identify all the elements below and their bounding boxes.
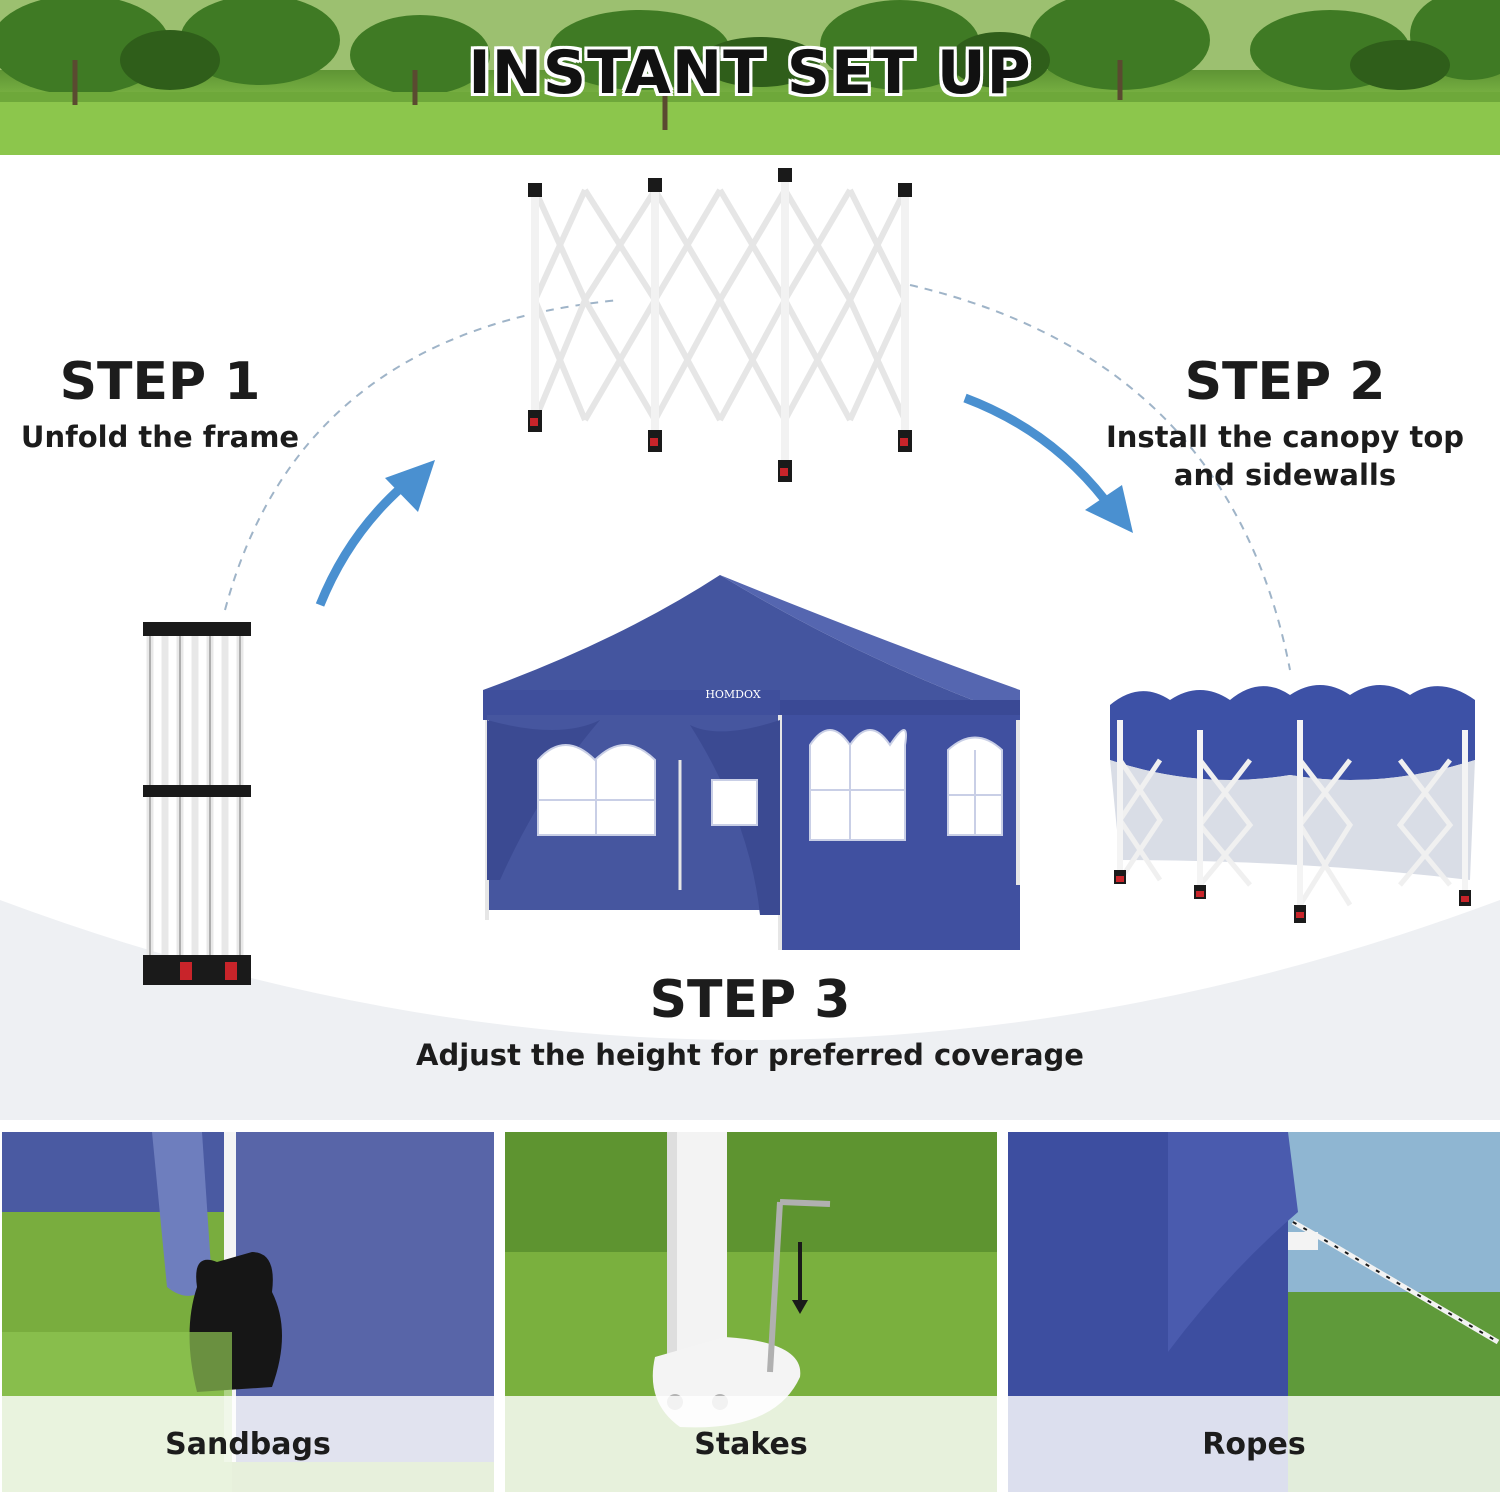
dashed-path-right xyxy=(909,284,1291,671)
panel-ropes: Ropes xyxy=(1008,1132,1500,1492)
assembled-tent: HOMDOX xyxy=(483,575,1020,950)
step-2-title: STEP 2 xyxy=(1184,352,1386,412)
step-2-description-line2: and sidewalls xyxy=(1173,458,1397,492)
tent-brand: HOMDOX xyxy=(705,688,761,701)
floor-shadow xyxy=(0,900,1500,1120)
panel-stakes: Stakes xyxy=(505,1132,997,1492)
arrow-down-icon xyxy=(792,1300,808,1314)
step-3-description: Adjust the height for preferred coverage xyxy=(416,1038,1084,1072)
banner-title: INSTANT SET UP xyxy=(468,38,1032,108)
park-background xyxy=(0,0,1500,155)
arrow-down-right-icon xyxy=(963,393,1133,533)
folded-frame xyxy=(143,622,251,985)
setup-illustration: HOMDOX xyxy=(0,168,1500,1120)
panel-sandbags: Sandbags xyxy=(2,1132,494,1492)
step-1-description: Unfold the frame xyxy=(20,420,300,454)
sandbags-label: Sandbags xyxy=(2,1396,494,1492)
expanded-frame xyxy=(528,168,912,482)
ropes-label: Ropes xyxy=(1008,1396,1500,1492)
step-2-description-line1: Install the canopy top xyxy=(1105,420,1464,454)
arrow-up-right-icon xyxy=(315,460,435,607)
stakes-label: Stakes xyxy=(505,1396,997,1492)
banner: INSTANT SET UP xyxy=(0,0,1500,155)
step-2-description: Install the canopy top and sidewalls xyxy=(1090,418,1480,494)
step-1-title: STEP 1 xyxy=(59,352,261,412)
stake-icon xyxy=(767,1201,783,1373)
step-3-title: STEP 3 xyxy=(649,970,851,1030)
canopy-frame xyxy=(1110,685,1475,923)
